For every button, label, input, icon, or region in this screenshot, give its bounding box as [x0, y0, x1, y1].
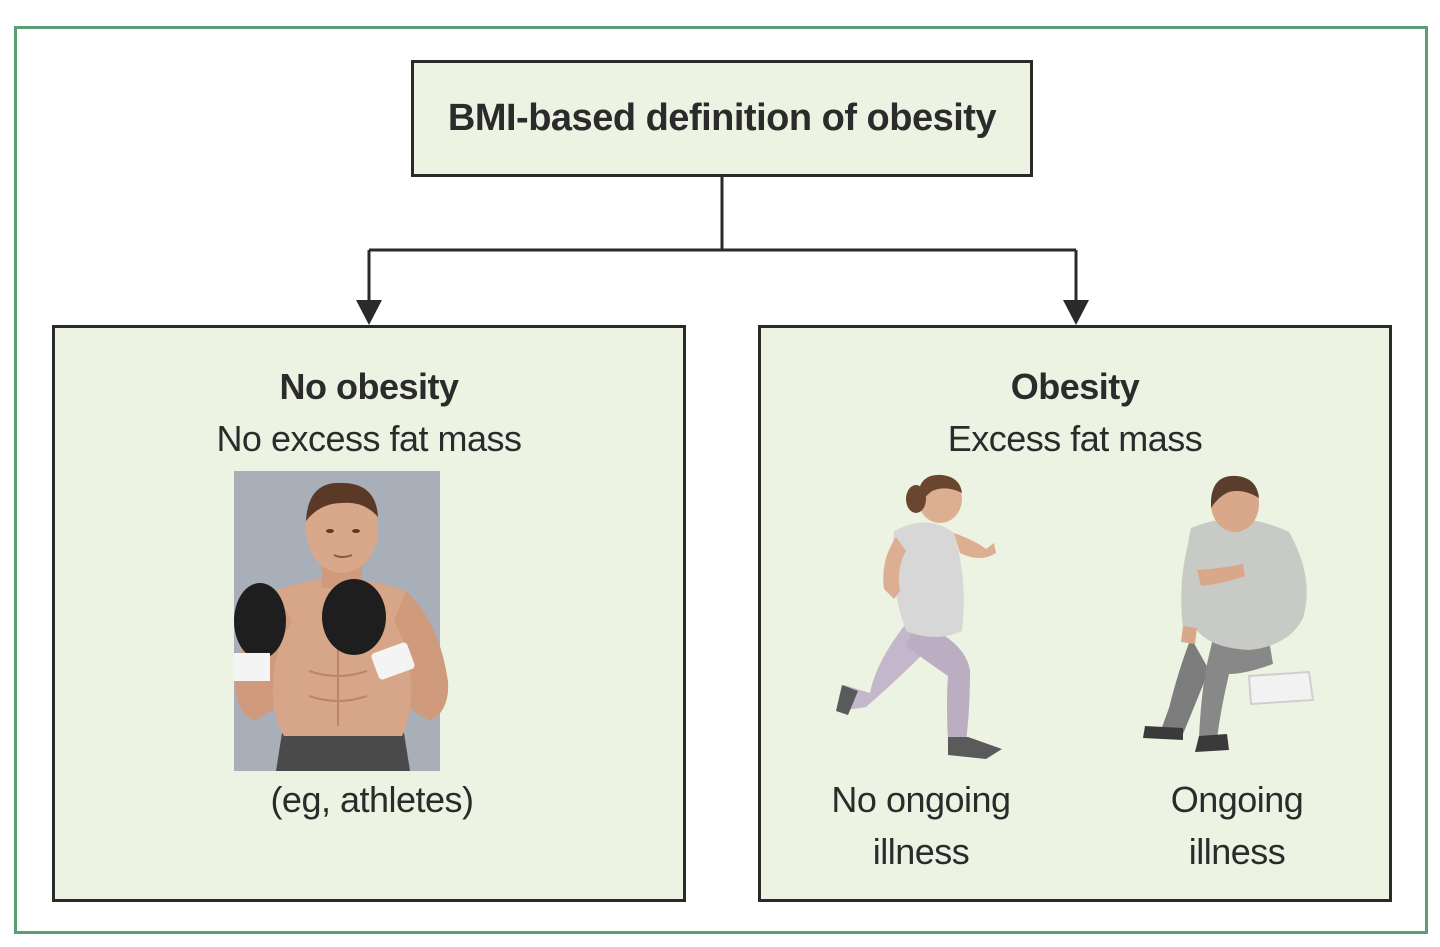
ongoing-illness-caption: Ongoing illness — [1117, 774, 1357, 878]
definition-title: BMI-based definition of obesity — [447, 97, 997, 139]
arrowhead-left-icon — [356, 300, 382, 325]
arrowhead-right-icon — [1063, 300, 1089, 325]
ongoing-illness-line1: Ongoing — [1170, 779, 1304, 820]
boxer-athlete-illustration — [234, 471, 449, 771]
no-ongoing-illness-line2: illness — [872, 831, 970, 872]
obesity-subtitle: Excess fat mass — [947, 418, 1203, 459]
obesity-box: Obesity Excess fat mass — [758, 325, 1392, 902]
no-ongoing-illness-line1: No ongoing — [831, 779, 1011, 820]
no-obesity-box: No obesity No excess fat mass (eg, athle… — [52, 325, 686, 902]
running-woman-illustration — [836, 474, 1002, 759]
no-obesity-caption: (eg, athletes) — [270, 779, 474, 820]
ongoing-illness-line2: illness — [1188, 831, 1286, 872]
no-ongoing-illness-caption: No ongoing illness — [801, 774, 1041, 878]
no-obesity-title: No obesity — [279, 366, 459, 407]
no-obesity-subtitle: No excess fat mass — [216, 418, 522, 459]
definition-box: BMI-based definition of obesity — [411, 60, 1033, 177]
obesity-title: Obesity — [1010, 366, 1140, 407]
sitting-man-illustration — [1143, 475, 1315, 752]
